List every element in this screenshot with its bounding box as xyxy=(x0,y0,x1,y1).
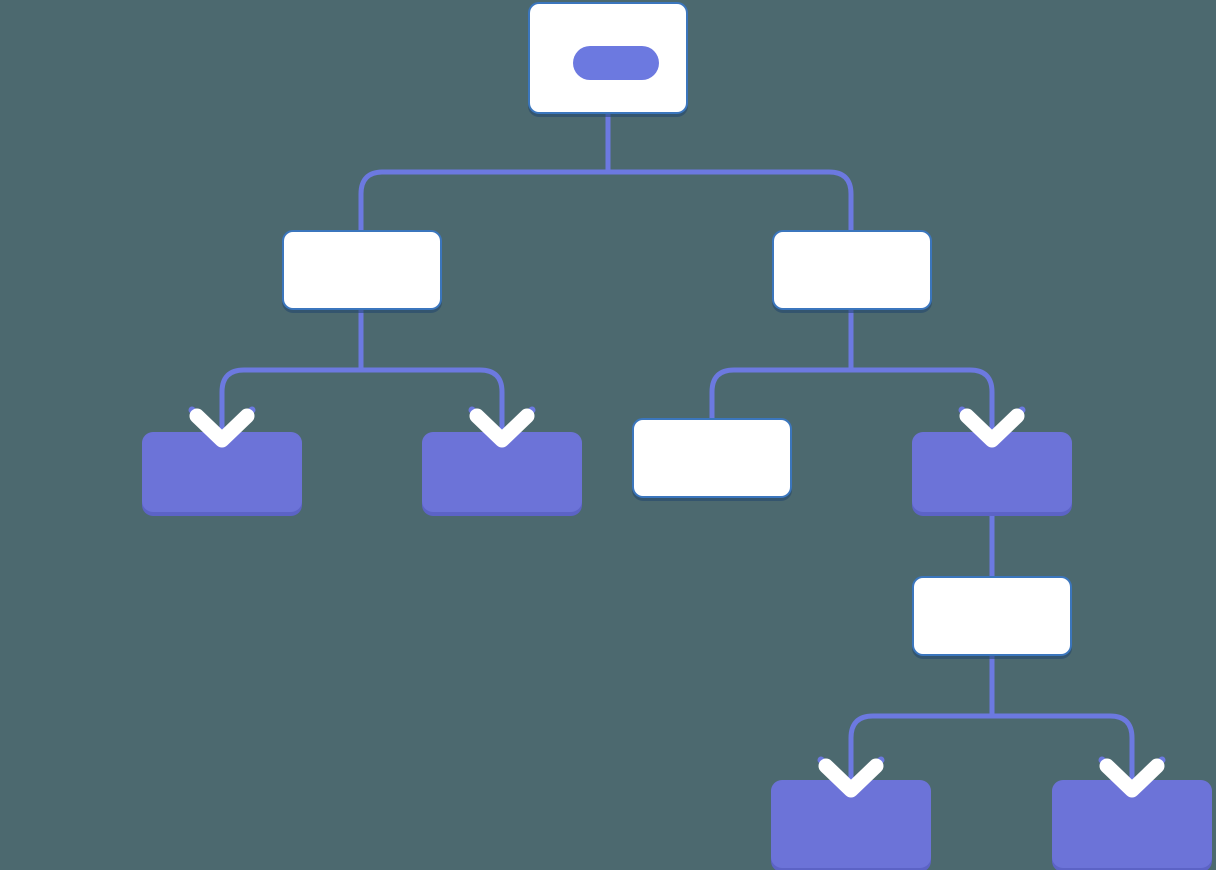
leaf-node-5[interactable] xyxy=(1052,780,1212,868)
leaf-node-3-empty[interactable] xyxy=(632,418,792,498)
leaf-node-2[interactable] xyxy=(422,432,582,512)
branch-node-deep[interactable] xyxy=(912,432,1072,512)
intermediate-node-deep[interactable] xyxy=(912,576,1072,656)
root-node-content-pill xyxy=(573,46,659,80)
leaf-node-1[interactable] xyxy=(142,432,302,512)
branch-node-right[interactable] xyxy=(772,230,932,310)
branch-node-left[interactable] xyxy=(282,230,442,310)
leaf-node-4[interactable] xyxy=(771,780,931,868)
root-node[interactable] xyxy=(528,2,688,114)
